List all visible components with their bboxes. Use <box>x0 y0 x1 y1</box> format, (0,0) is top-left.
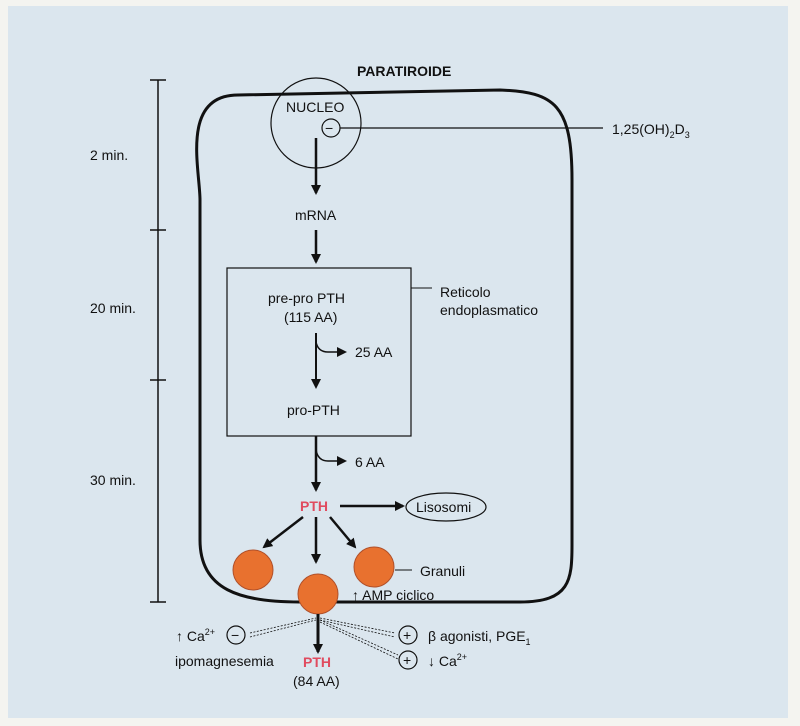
cleavage-25aa-label: 25 AA <box>355 344 393 360</box>
ca-decrease-label: ↓ Ca2+ <box>428 652 467 669</box>
arrow-pth-granule-left <box>262 516 304 549</box>
pre-pro-pth-aa: (115 AA) <box>284 309 337 325</box>
cleavage-6aa-label: 6 AA <box>355 454 385 470</box>
cell-title: PARATIROIDE <box>357 63 451 79</box>
figure-panel <box>8 6 788 718</box>
ca-increase-label: ↑ Ca2+ <box>176 627 215 644</box>
er-label-line1: Reticolo <box>440 284 491 300</box>
timeline-label-30min: 30 min. <box>90 472 136 488</box>
stimulate-sign-beta <box>398 625 418 645</box>
cleavage-arrow-25aa <box>315 341 347 357</box>
stimulate-symbol-beta: + <box>403 627 411 643</box>
timeline: 2 min. 20 min. 30 min. <box>90 79 166 603</box>
nucleus-label: NUCLEO <box>286 99 344 115</box>
granule-right <box>353 546 395 588</box>
stimulate-sign-ca <box>398 650 418 670</box>
mrna-label: mRNA <box>295 207 337 223</box>
ipomagnesemia-label: ipomagnesemia <box>175 653 274 669</box>
stimulate-symbol-ca: + <box>403 652 411 668</box>
arrow-pth-granule-right <box>329 516 357 549</box>
pro-pth-label: pro-PTH <box>287 402 340 418</box>
nucleus-inhibit-symbol: − <box>325 120 333 136</box>
granules-label: Granuli <box>420 563 465 579</box>
beta-agonists-label: β agonisti, PGE1 <box>428 628 531 647</box>
timeline-label-2min: 2 min. <box>90 147 128 163</box>
granule-left <box>232 549 274 591</box>
pth-output-aa: (84 AA) <box>293 673 340 689</box>
camp-label: ↑ AMP ciclico <box>352 587 434 603</box>
er-box <box>226 267 412 437</box>
vitamin-d-label: 1,25(OH)2D3 <box>612 121 690 140</box>
inhibit-symbol: − <box>231 627 239 643</box>
pth-output-label: PTH <box>303 654 331 670</box>
modulator-lines <box>249 617 399 660</box>
pth-center-label: PTH <box>300 498 328 514</box>
pre-pro-pth-label: pre-pro PTH <box>268 290 345 306</box>
inhibit-sign <box>226 625 246 645</box>
lysosomes-ellipse <box>405 492 487 522</box>
er-label-line2: endoplasmatico <box>440 302 538 318</box>
granule-center <box>297 573 339 615</box>
timeline-label-20min: 20 min. <box>90 300 136 316</box>
cleavage-arrow-6aa <box>315 449 347 466</box>
lysosomes-label: Lisosomi <box>416 499 471 515</box>
